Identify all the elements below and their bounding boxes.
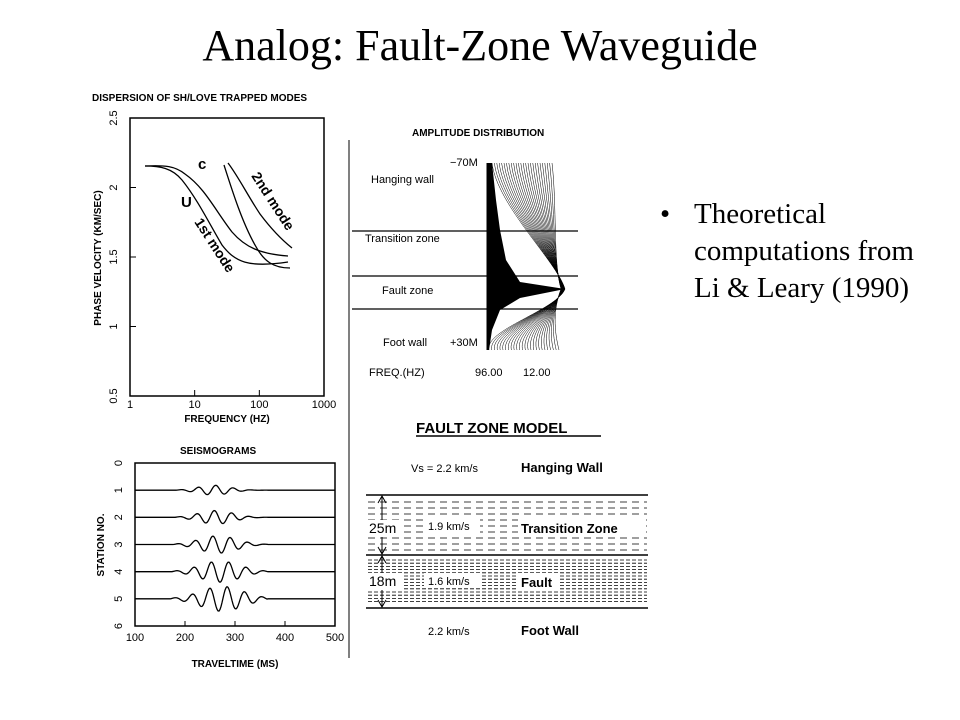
seismogram-panel: SEISMOGRAMS 0 1 2 3 4 5 6 100 200 300 400 500 STAT… bbox=[96, 446, 344, 670]
dispersion-y-tick: 1 bbox=[108, 323, 120, 329]
seismogram-x-ticks: 100 200 300 400 500 bbox=[126, 621, 344, 644]
zone-hanging: Hanging wall bbox=[371, 174, 434, 186]
label-c: c bbox=[198, 156, 206, 173]
seismogram-y-tick: 6 bbox=[113, 623, 125, 629]
dispersion-y-label: PHASE VELOCITY (KM/SEC) bbox=[93, 190, 104, 325]
seismogram-x-tick: 200 bbox=[176, 632, 194, 644]
seismogram-traces bbox=[135, 484, 335, 612]
dispersion-panel: DISPERSION OF SH/LOVE TRAPPED MODES 0.5 1… bbox=[92, 93, 336, 425]
fault-vs-bg bbox=[424, 573, 480, 588]
dispersion-x-tick: 10 bbox=[189, 399, 201, 411]
fault-dashes bbox=[368, 559, 647, 602]
dispersion-y-tick: 0.5 bbox=[108, 388, 120, 403]
hanging-vs: Vs = 2.2 km/s bbox=[411, 463, 478, 475]
fault-width-bg bbox=[367, 573, 403, 590]
label-1st-mode: 1st mode bbox=[191, 215, 238, 275]
amplitude-top-depth: −70M bbox=[450, 157, 478, 169]
seismogram-y-tick: 3 bbox=[113, 541, 125, 547]
seismogram-y-tick: 5 bbox=[113, 596, 125, 602]
zone-foot: Foot wall bbox=[383, 337, 427, 349]
dispersion-x-tick: 1 bbox=[127, 399, 133, 411]
dispersion-x-tick: 1000 bbox=[312, 399, 336, 411]
dispersion-x-label: FREQUENCY (HZ) bbox=[184, 414, 269, 425]
curve-u-2nd bbox=[223, 164, 291, 269]
model-title: FAULT ZONE MODEL bbox=[416, 420, 567, 437]
foot-vs: 2.2 km/s bbox=[428, 626, 470, 638]
amplitude-curve bbox=[522, 162, 564, 351]
amplitude-panel: AMPLITUDE DISTRIBUTION −70M Hanging wall… bbox=[348, 128, 578, 658]
dispersion-y-ticks: 0.5 1 1.5 2 2.5 bbox=[108, 110, 136, 404]
amplitude-bottom-depth: +30M bbox=[450, 337, 478, 349]
zone-transition: Transition zone bbox=[365, 233, 440, 245]
zone-fault: Fault zone bbox=[382, 285, 433, 297]
transition-label-bg bbox=[518, 519, 646, 537]
transition-width: 25m bbox=[369, 520, 396, 536]
curve-u-1st bbox=[144, 165, 289, 265]
amplitude-curve bbox=[525, 162, 564, 351]
seismogram-y-tick: 2 bbox=[113, 514, 125, 520]
seismogram-title: SEISMOGRAMS bbox=[180, 446, 256, 457]
seismogram-y-label: STATION NO. bbox=[96, 513, 107, 576]
amplitude-title: AMPLITUDE DISTRIBUTION bbox=[412, 128, 544, 139]
dispersion-x-ticks: 1 10 100 1000 bbox=[127, 390, 336, 411]
curve-c-1st bbox=[144, 165, 289, 257]
seismogram-y-tick: 4 bbox=[113, 569, 125, 575]
seismogram-trace bbox=[135, 509, 335, 525]
hanging-label: Hanging Wall bbox=[521, 460, 603, 475]
freq-right: 12.00 bbox=[523, 367, 551, 379]
slide-title: Analog: Fault-Zone Waveguide bbox=[202, 21, 758, 70]
fault-width: 18m bbox=[369, 573, 396, 589]
seismogram-trace bbox=[135, 561, 335, 584]
transition-width-bg bbox=[367, 520, 403, 537]
seismogram-x-tick: 300 bbox=[226, 632, 244, 644]
amplitude-curve bbox=[551, 162, 562, 351]
model-panel: FAULT ZONE MODEL Vs = 2.2 km/s Hanging W… bbox=[366, 420, 648, 638]
transition-arrowheads bbox=[377, 494, 387, 556]
seismogram-x-tick: 500 bbox=[326, 632, 344, 644]
bullet-item: Theoretical computations from Li & Leary… bbox=[660, 196, 920, 307]
dispersion-y-tick: 1.5 bbox=[108, 249, 120, 264]
fault-vs: 1.6 km/s bbox=[428, 576, 470, 588]
seismogram-y-tick: 0 bbox=[113, 460, 125, 466]
amplitude-curves bbox=[488, 162, 566, 351]
fault-label-bg bbox=[518, 573, 560, 591]
seismogram-trace bbox=[135, 535, 335, 554]
fault-arrowheads bbox=[377, 554, 387, 609]
dispersion-x-tick: 100 bbox=[250, 399, 268, 411]
dispersion-title: DISPERSION OF SH/LOVE TRAPPED MODES bbox=[92, 93, 307, 104]
dispersion-y-tick: 2 bbox=[108, 184, 120, 190]
seismogram-trace bbox=[135, 585, 335, 612]
seismogram-x-tick: 100 bbox=[126, 632, 144, 644]
label-u: U bbox=[181, 194, 192, 211]
transition-vs: 1.9 km/s bbox=[428, 521, 470, 533]
transition-label: Transition Zone bbox=[521, 521, 618, 536]
seismogram-y-tick: 1 bbox=[113, 487, 125, 493]
seismogram-trace bbox=[135, 484, 335, 496]
foot-label: Foot Wall bbox=[521, 623, 579, 638]
curve-c-2nd bbox=[227, 162, 293, 249]
seismogram-x-tick: 400 bbox=[276, 632, 294, 644]
transition-vs-bg bbox=[424, 518, 480, 533]
seismogram-x-label: TRAVELTIME (MS) bbox=[192, 659, 279, 670]
bullet-list: Theoretical computations from Li & Leary… bbox=[660, 196, 920, 307]
amplitude-envelope-fill bbox=[487, 163, 565, 350]
label-2nd-mode: 2nd mode bbox=[248, 169, 298, 233]
freq-left: 96.00 bbox=[475, 367, 503, 379]
dispersion-y-tick: 2.5 bbox=[108, 110, 120, 125]
freq-label: FREQ.(HZ) bbox=[369, 367, 425, 379]
fault-label: Fault bbox=[521, 575, 553, 590]
